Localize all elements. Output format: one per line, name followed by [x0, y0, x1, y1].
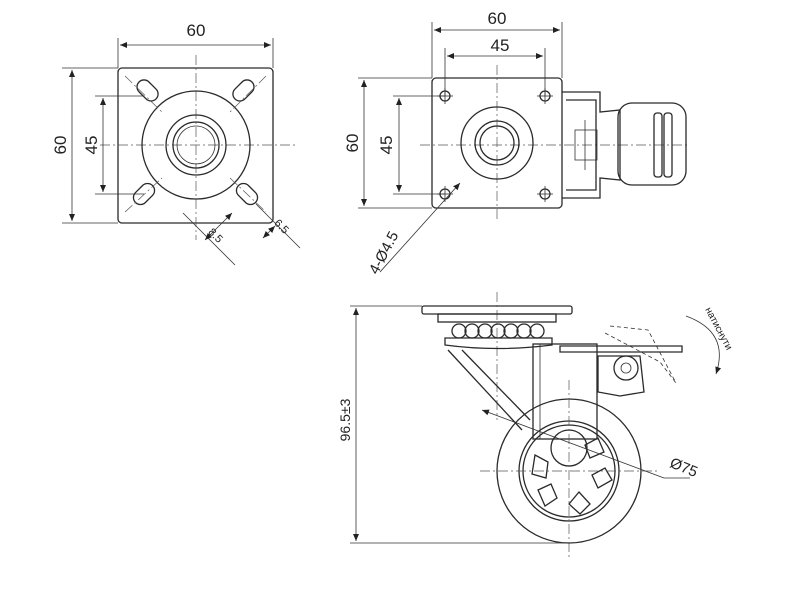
dim-wheel-diameter: Ø75 — [667, 455, 700, 481]
slot-top-left — [124, 75, 163, 113]
slot-bottom-left — [124, 177, 163, 213]
wheel — [480, 380, 660, 560]
dim-width-60-b: 60 — [488, 9, 507, 28]
slot-bottom-right — [229, 177, 267, 213]
top-plate-view-holes: 60 45 60 45 4-Ø4.5 — [343, 9, 690, 277]
dim-total-height: 96.5±3 — [337, 398, 353, 441]
bearing-balls — [451, 323, 545, 339]
dim-height-60: 60 — [51, 136, 70, 155]
brake-lever — [559, 325, 683, 397]
dim-slot-6-5: 6.5 — [271, 217, 290, 236]
dim-hole-spacing-45-h: 45 — [491, 36, 510, 55]
dim-slot-8-5: 8.5 — [205, 226, 224, 245]
dim-width-60: 60 — [187, 21, 206, 40]
dim-hole-spacing-45: 45 — [82, 136, 101, 155]
top-plate-view-slotted: 60 60 45 8.5 6.5 — [51, 21, 301, 266]
caster-side-view: 96.5±3 Ø75 натиснути — [337, 292, 734, 560]
slot-top-right — [229, 75, 267, 113]
dim-hole-spacing-45-v: 45 — [377, 136, 396, 155]
dim-height-60-b: 60 — [343, 134, 362, 153]
brake-pedal-top-view — [562, 91, 687, 199]
